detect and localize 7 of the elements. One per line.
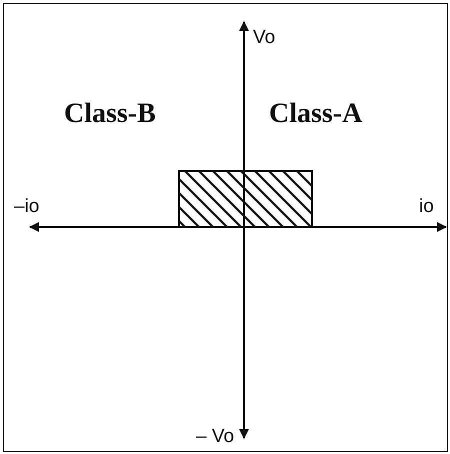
axis-label: –io [14,197,40,216]
axis-label: – Vo [196,427,234,446]
region-label: Class-A [269,100,362,128]
axis-label: Vo [253,28,276,47]
hatched-region [178,170,313,228]
axis-label: io [419,197,434,216]
region-label: Class-B [64,100,156,128]
